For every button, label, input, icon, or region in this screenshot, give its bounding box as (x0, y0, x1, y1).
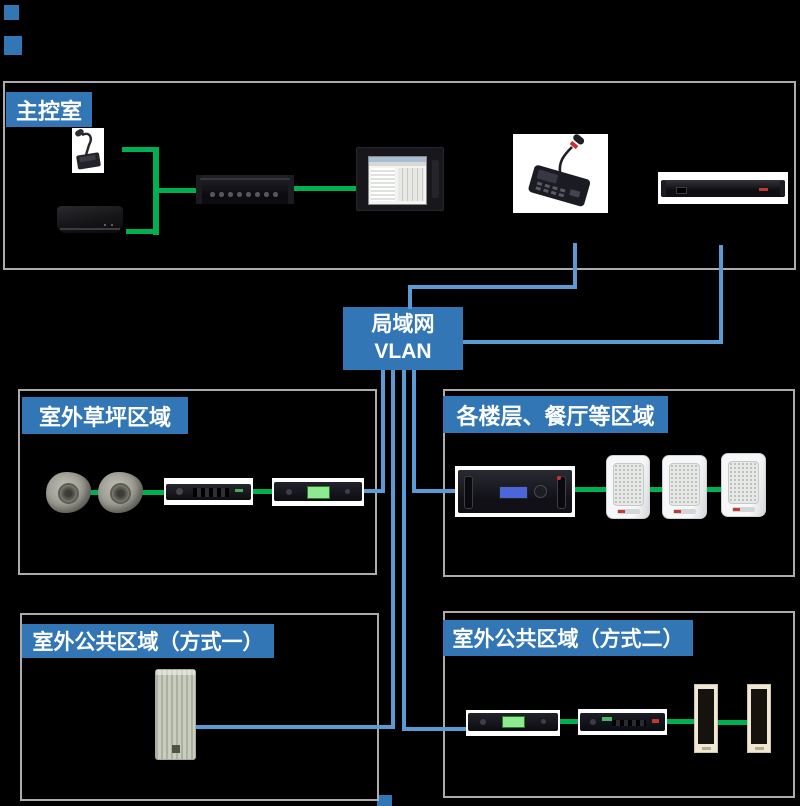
rack-touchscreen (356, 147, 444, 211)
connector-into-mixer (153, 188, 197, 193)
connector-vlan-to-public1-h (194, 725, 395, 729)
decoration-square (377, 795, 392, 806)
connector-vlan-to-lawn-v (381, 370, 385, 491)
connector-vlan-to-lawn-h (362, 489, 385, 493)
paging-microphone-icon (528, 134, 591, 207)
network-audio-terminal (466, 710, 560, 736)
mixer-amplifier (196, 175, 294, 204)
connector-vlan-to-public1-v (391, 370, 395, 729)
public-area-1-label: 室外公共区域（方式一） (22, 624, 274, 658)
connector-terminal-amp (558, 719, 582, 724)
desk-microphone (72, 128, 104, 173)
connector-vlan-to-floors-h (412, 489, 456, 493)
connector-into-vlan-top (408, 285, 412, 309)
connector-rack-to-vlan (463, 340, 723, 344)
connector-vlan-to-floors-v (412, 370, 416, 491)
outdoor-column-speaker (694, 684, 718, 753)
connector-speaker2-speaker3 (705, 487, 725, 492)
rock-speaker (46, 472, 91, 513)
connector-speaker1-speaker2 (648, 487, 665, 492)
public-area-2-label: 室外公共区域（方式二） (443, 620, 693, 656)
decoration-square (4, 5, 19, 20)
power-amplifier (164, 478, 253, 505)
zone-amplifier (455, 466, 575, 517)
rock-speaker (98, 472, 143, 513)
connector-vlan-to-public2-v (402, 370, 406, 729)
network-audio-terminal (272, 478, 364, 506)
connector-vlan-to-public2-h (402, 727, 467, 731)
connector-amp-terminal (250, 489, 276, 494)
connector-player-out (126, 229, 159, 234)
connector-rock2-amp (138, 490, 168, 495)
outdoor-column-speaker (747, 684, 771, 753)
lan-label-line1: 局域网 (371, 313, 435, 337)
wall-speaker (606, 455, 650, 519)
connector-paging-mic-down (573, 243, 577, 289)
lawn-zone-label: 室外草坪区域 (22, 397, 188, 434)
connector-amp-speaker1 (572, 487, 609, 492)
desk-microphone-icon (75, 129, 101, 170)
connector-mic-out (122, 147, 159, 152)
media-player (57, 206, 123, 233)
wall-speaker (662, 455, 707, 519)
lan-vlan-node: 局域网 VLAN (343, 307, 463, 370)
software-screen (368, 156, 427, 205)
connector-paging-mic-horizontal (408, 285, 577, 289)
paging-microphone (513, 134, 608, 213)
connector-mixer-to-screen (292, 186, 358, 191)
decoration-square (4, 36, 22, 55)
rack-server (658, 172, 788, 204)
lan-label-line2: VLAN (374, 339, 432, 363)
control-room-label: 主控室 (6, 92, 92, 127)
connector-rack-down (719, 245, 723, 344)
connector-amp-column1 (664, 719, 698, 724)
column-speaker (155, 669, 196, 760)
floors-zone-label: 各楼层、餐厅等区域 (443, 396, 668, 433)
connector-column1-column2 (715, 720, 750, 725)
power-amplifier (578, 709, 667, 735)
wall-speaker (721, 453, 766, 517)
connector-rock1-rock2 (84, 490, 106, 495)
